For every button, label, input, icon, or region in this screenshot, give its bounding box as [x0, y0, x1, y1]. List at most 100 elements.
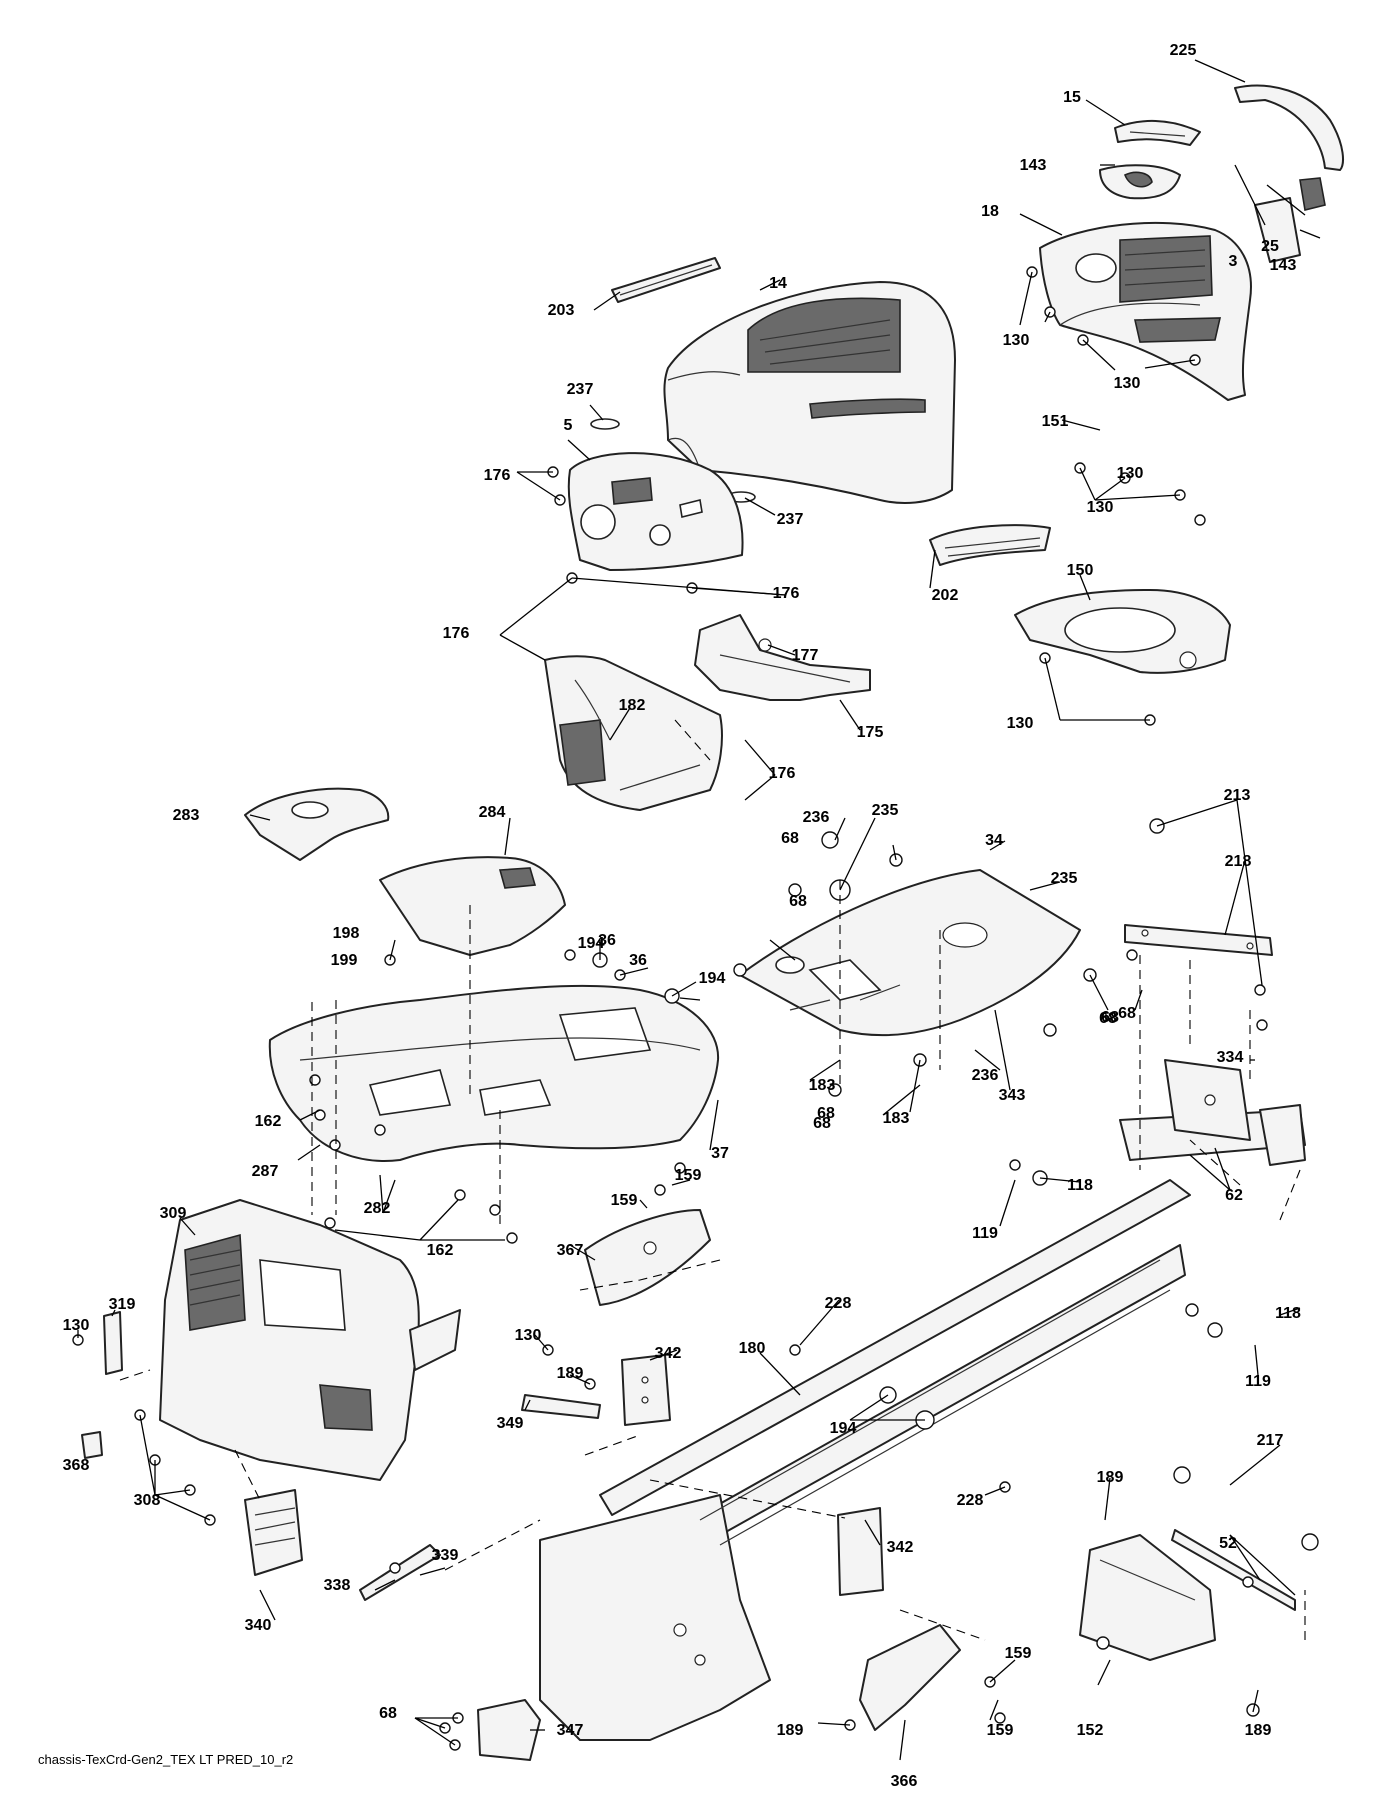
callout-189: 189 [557, 1365, 584, 1382]
callout-342: 342 [655, 1345, 682, 1362]
callout-218: 218 [1225, 853, 1252, 870]
callout-198: 198 [333, 925, 360, 942]
callout-235: 235 [1051, 870, 1078, 887]
callout-367: 367 [557, 1242, 584, 1259]
callout-225: 225 [1170, 42, 1197, 59]
callout-119: 119 [1245, 1373, 1271, 1390]
callout-283: 283 [173, 807, 200, 824]
callout-159: 159 [987, 1722, 1014, 1739]
axle-support [1164, 1059, 1251, 1141]
callout-180: 180 [739, 1340, 766, 1357]
callout-189: 189 [1097, 1469, 1124, 1486]
front-grille-housing [1039, 221, 1252, 401]
callout-175: 175 [857, 724, 884, 741]
callout-130: 130 [515, 1327, 542, 1344]
callout-199: 199 [331, 952, 358, 969]
fasteners [72, 266, 1319, 1751]
callout-235: 235 [872, 802, 899, 819]
skid-plate [1079, 1534, 1216, 1661]
callout-368: 368 [63, 1457, 90, 1474]
callout-14: 14 [769, 275, 787, 292]
callout-236: 236 [803, 809, 830, 826]
callout-176: 176 [769, 765, 796, 782]
callout-162: 162 [255, 1113, 282, 1130]
main-frame [539, 1104, 1306, 1741]
callout-37: 37 [711, 1145, 729, 1162]
callout-62: 62 [1225, 1187, 1243, 1204]
callout-151: 151 [1042, 413, 1069, 430]
callout-34: 34 [985, 832, 1003, 849]
callout-228: 228 [957, 1492, 984, 1509]
callout-189: 189 [1245, 1722, 1272, 1739]
callout-339: 339 [432, 1547, 459, 1564]
callout-213: 213 [1224, 787, 1251, 804]
callout-366: 366 [891, 1773, 918, 1790]
left-fender-cover [244, 787, 390, 861]
bracket-347 [477, 1699, 541, 1761]
callout-36: 36 [629, 952, 647, 969]
callout-202: 202 [932, 587, 959, 604]
grille-trim-strip [1234, 84, 1344, 171]
callout-162: 162 [427, 1242, 454, 1259]
callout-36: 36 [598, 932, 616, 949]
callout-130: 130 [1087, 499, 1114, 516]
hood-hinge-bracket [694, 614, 871, 701]
callout-176: 176 [443, 625, 470, 642]
callout-340: 340 [245, 1617, 272, 1634]
callout-119: 119 [972, 1225, 998, 1242]
hood-side-vent [929, 524, 1051, 566]
callout-177: 177 [792, 647, 819, 664]
decal-319 [103, 1311, 123, 1375]
callout-130: 130 [1007, 715, 1034, 732]
callout-68: 68 [1118, 1005, 1136, 1022]
strap-349 [521, 1394, 601, 1419]
callout-5: 5 [564, 417, 573, 434]
callout-309: 309 [160, 1205, 187, 1222]
callout-237: 237 [777, 511, 804, 528]
callout-25: 25 [1261, 238, 1279, 255]
callout-282: 282 [364, 1200, 391, 1217]
mount-bracket-upper [621, 1354, 671, 1426]
callout-194: 194 [699, 970, 726, 987]
callout-118: 118 [1067, 1177, 1093, 1194]
assembly-lines [119, 719, 1306, 1641]
callout-176: 176 [773, 585, 800, 602]
side-plate [584, 1209, 711, 1306]
callout-68: 68 [379, 1705, 397, 1722]
callout-228: 228 [825, 1295, 852, 1312]
brace-366 [859, 1624, 961, 1731]
callout-130: 130 [1117, 465, 1144, 482]
diagram-footer-label: chassis-TexCrd-Gen2_TEX LT PRED_10_r2 [38, 1752, 294, 1767]
mount-bracket-lower [837, 1507, 884, 1596]
pedal-bracket [1124, 924, 1273, 956]
fender-support [1014, 589, 1231, 674]
callout-152: 152 [1077, 1722, 1104, 1739]
callout-287: 287 [252, 1163, 279, 1180]
callout-18: 18 [981, 203, 999, 220]
callout-342: 342 [887, 1539, 914, 1556]
decal-368 [81, 1431, 103, 1459]
callout-308: 308 [134, 1492, 161, 1509]
callout-194: 194 [578, 935, 605, 952]
callout-52: 52 [1219, 1535, 1237, 1552]
leader-lines [77, 59, 1321, 1761]
hood-vent-insert [611, 257, 721, 303]
callout-118: 118 [1275, 1305, 1301, 1322]
callout-236: 236 [972, 1067, 999, 1084]
callout-176: 176 [484, 467, 511, 484]
callout-237: 237 [567, 381, 594, 398]
right-fender-cover [379, 856, 566, 956]
callout-203: 203 [548, 302, 575, 319]
callout-319: 319 [109, 1296, 136, 1313]
grille-insert [244, 1489, 303, 1576]
dash-panel [567, 452, 744, 571]
callout-143: 143 [1270, 257, 1297, 274]
callout-130: 130 [1003, 332, 1030, 349]
callout-159: 159 [1005, 1645, 1032, 1662]
callout-130: 130 [63, 1317, 90, 1334]
callout-68: 68 [1101, 1009, 1119, 1026]
callout-194: 194 [830, 1420, 857, 1437]
callout-159: 159 [611, 1192, 638, 1209]
callout-343: 343 [999, 1087, 1026, 1104]
